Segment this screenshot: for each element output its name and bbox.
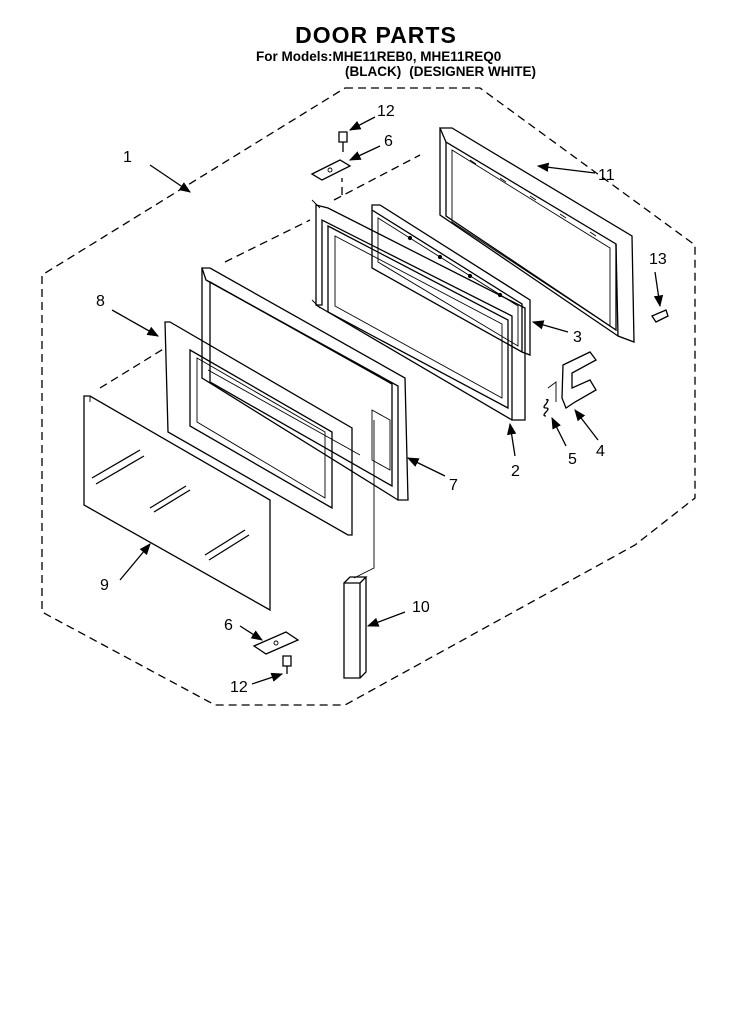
callout-12-top: 12 <box>377 103 395 120</box>
callout-6-top: 6 <box>384 133 393 150</box>
part-13-screw <box>651 309 669 323</box>
part-10-handle <box>343 420 375 679</box>
callout-6-bottom: 6 <box>224 617 233 634</box>
part-7-door-panel <box>201 267 409 501</box>
part-12-screw-bottom <box>282 655 292 674</box>
callout-3: 3 <box>573 329 582 346</box>
callout-13: 13 <box>649 251 667 268</box>
part-9-front-glass <box>83 395 271 612</box>
variant-black: (BLACK) <box>345 64 402 79</box>
callout-11: 11 <box>598 167 615 184</box>
variant-labels: (BLACK) (DESIGNER WHITE) <box>345 64 536 79</box>
models-line: For Models:MHE11REB0, MHE11REQ0 <box>256 49 502 64</box>
part-4-latch <box>547 351 597 409</box>
callout-5: 5 <box>568 451 577 468</box>
callout-1: 1 <box>123 149 132 166</box>
part-6-hinge-bottom <box>252 631 300 655</box>
callout-2: 2 <box>511 463 520 480</box>
leader-lines <box>111 116 664 685</box>
callout-10: 10 <box>412 599 430 616</box>
part-8-door-trim <box>164 321 353 536</box>
callout-12-bottom: 12 <box>230 679 248 696</box>
callout-8: 8 <box>96 293 105 310</box>
callout-4: 4 <box>596 443 605 460</box>
part-2-door-frame <box>311 199 526 421</box>
part-5-spring <box>543 398 549 417</box>
part-3-door-screen <box>371 204 531 356</box>
variant-white: (DESIGNER WHITE) <box>409 64 536 79</box>
callout-9: 9 <box>100 577 109 594</box>
callout-7: 7 <box>449 477 458 494</box>
part-12-screw-top <box>338 131 348 152</box>
part-11-choke-frame <box>439 127 635 343</box>
part-6-hinge-top <box>310 159 352 181</box>
diagram-title: DOOR PARTS <box>295 22 457 48</box>
